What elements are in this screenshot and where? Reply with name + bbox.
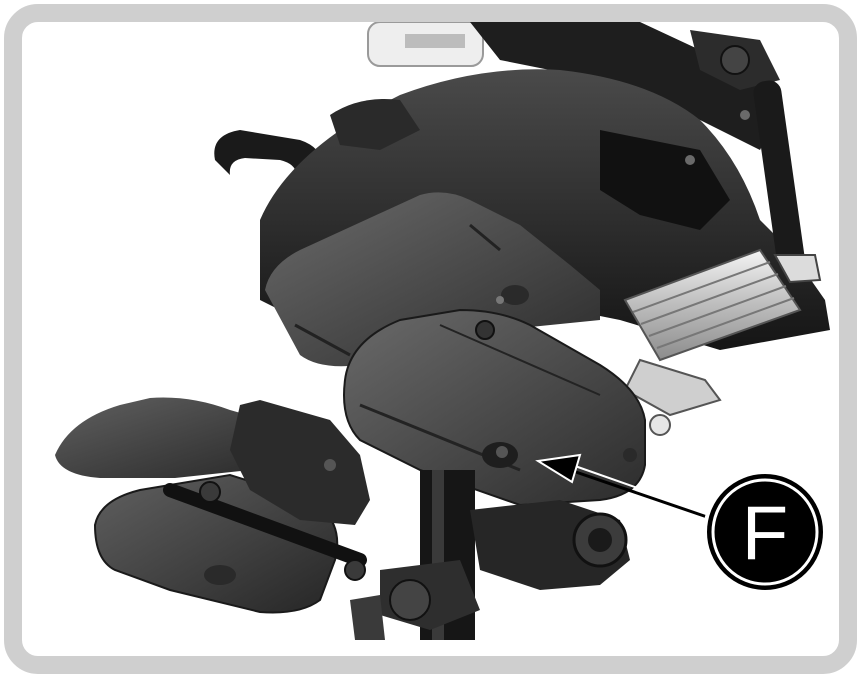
top-light-component	[367, 22, 484, 67]
lower-hinge	[350, 500, 630, 640]
callout-badge-icon: F	[703, 470, 827, 594]
callout-arrow-icon	[535, 453, 711, 520]
callout-label: F	[742, 491, 788, 576]
metal-rail	[623, 248, 802, 436]
foot-plate	[55, 397, 370, 614]
side-actuator	[753, 80, 822, 284]
